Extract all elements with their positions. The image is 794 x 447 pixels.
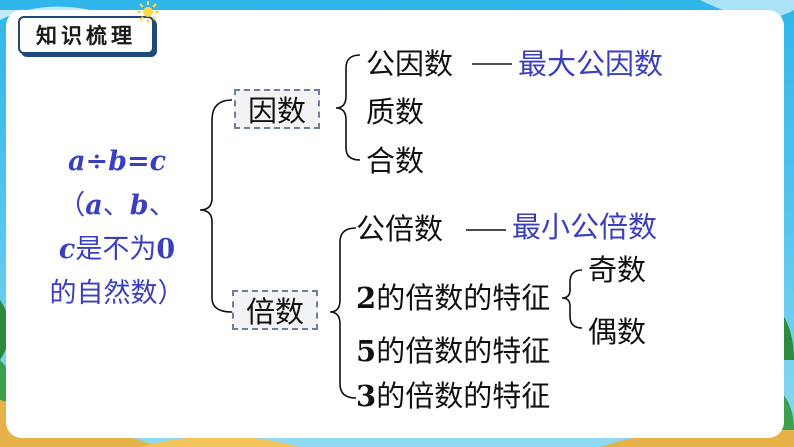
section-title: 知识梳理: [36, 23, 136, 48]
even-label: 偶数: [588, 315, 647, 349]
parity-brace: [561, 269, 583, 329]
prime-label: 质数: [366, 95, 425, 129]
multiple-box: 倍数: [232, 290, 318, 330]
feature-5-label: 5的倍数的特征: [356, 334, 551, 368]
premise-condition-1: （a、b、: [58, 190, 176, 221]
factor-brace: [335, 54, 361, 161]
multiple-brace: [329, 227, 357, 399]
premise-condition-3: 的自然数）: [49, 278, 185, 309]
common-multiple-label: 公倍数: [356, 212, 444, 246]
premise-block: a÷b=c （a、b、 c是不为0 的自然数）: [28, 140, 206, 316]
greatest-common-factor-label: 最大公因数: [518, 47, 664, 81]
main-brace: [199, 99, 233, 313]
premise-expression: a÷b=c: [67, 146, 167, 177]
feature-3-label: 3的倍数的特征: [356, 379, 551, 413]
composite-label: 合数: [366, 144, 425, 178]
sun-icon: [137, 1, 159, 23]
content-panel: [6, 10, 784, 438]
least-common-multiple-label: 最小公倍数: [512, 210, 658, 244]
feature-2-label: 2的倍数的特征: [356, 281, 551, 315]
odd-label: 奇数: [588, 253, 647, 287]
common-factor-label: 公因数: [366, 47, 454, 81]
premise-condition-2: c是不为0: [58, 234, 176, 265]
section-title-badge: 知识梳理: [18, 16, 154, 54]
factor-box: 因数: [234, 89, 320, 129]
